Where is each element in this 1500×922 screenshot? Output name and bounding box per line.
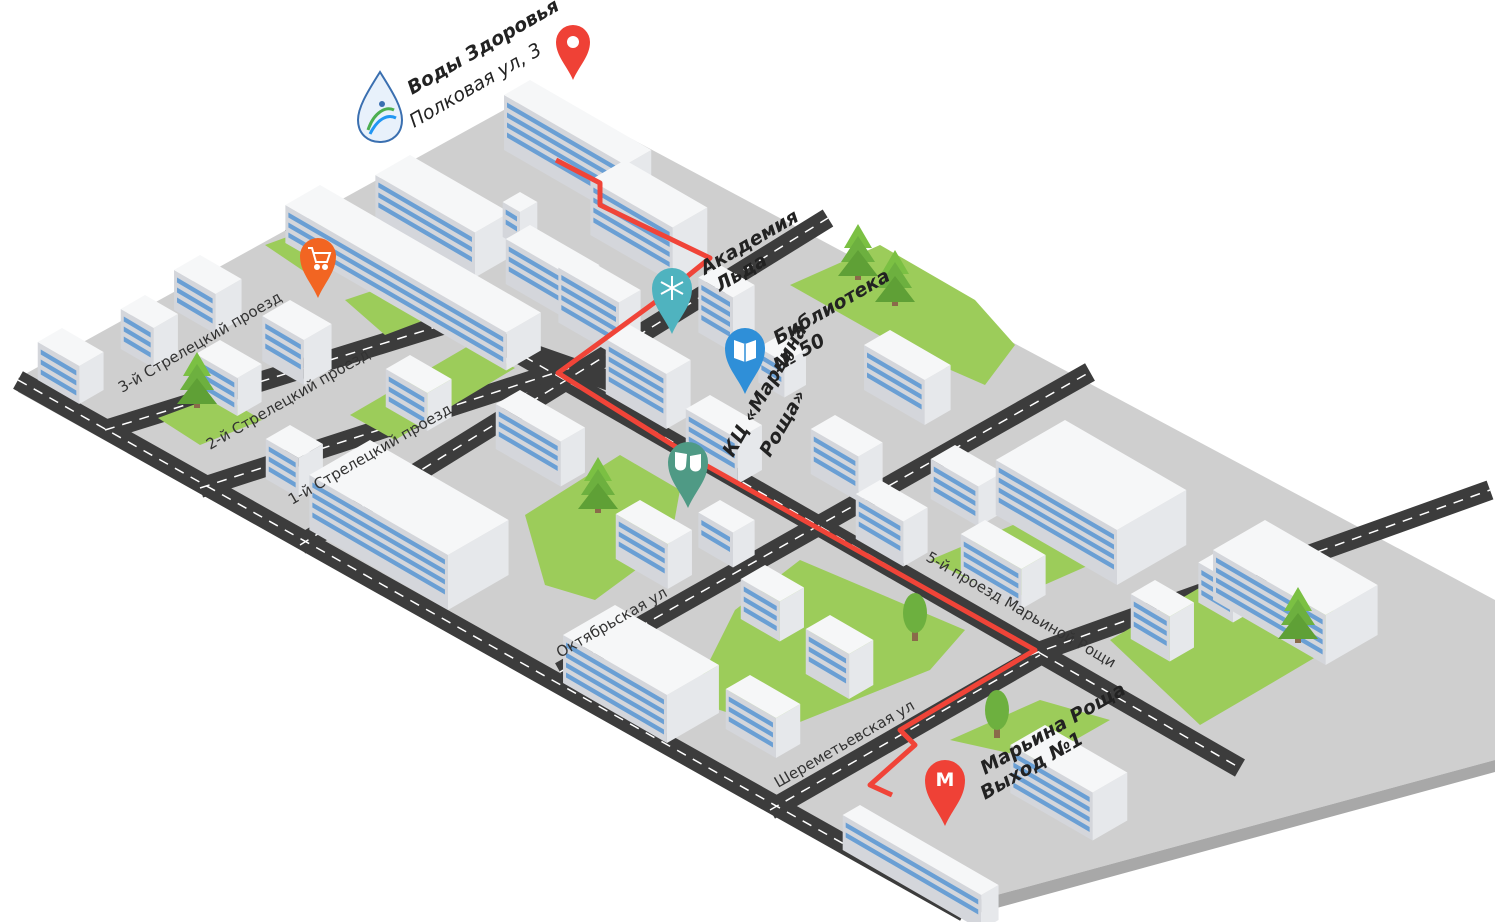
- pin-academy[interactable]: [652, 268, 692, 334]
- building: [285, 185, 541, 371]
- buildings: [37, 80, 1378, 922]
- building: [758, 335, 806, 398]
- building: [375, 155, 510, 278]
- book-icon: [734, 340, 756, 362]
- building: [864, 330, 951, 425]
- pin-dot-icon: [567, 36, 579, 48]
- building: [309, 440, 509, 610]
- building: [698, 265, 755, 353]
- shopping-cart-icon: [308, 247, 332, 270]
- building: [495, 390, 585, 487]
- trees: [177, 224, 1318, 738]
- building: [995, 420, 1187, 585]
- walking-route: [554, 157, 1038, 798]
- building: [740, 565, 804, 642]
- building: [960, 520, 1046, 609]
- park: [790, 245, 1015, 385]
- building: [855, 480, 928, 567]
- building: [37, 328, 104, 404]
- building: [605, 325, 691, 429]
- water-drop-logo-icon: [356, 70, 404, 144]
- pin-metro[interactable]: М: [925, 760, 965, 826]
- building: [262, 300, 332, 385]
- park: [345, 285, 430, 335]
- building: [725, 675, 801, 758]
- building: [385, 355, 452, 431]
- pin-water[interactable]: [556, 25, 590, 80]
- building: [685, 395, 762, 484]
- building: [698, 500, 755, 568]
- building: [265, 425, 323, 498]
- building: [1010, 725, 1128, 841]
- building: [810, 415, 883, 502]
- building: [120, 295, 178, 368]
- building: [563, 605, 719, 743]
- pin-culture[interactable]: [668, 442, 708, 508]
- metro-icon: М: [936, 769, 955, 791]
- pin-library[interactable]: [725, 328, 765, 394]
- theater-masks-icon: [675, 452, 701, 472]
- building: [805, 615, 874, 699]
- building: [174, 255, 242, 334]
- snowflake-icon: [660, 276, 684, 300]
- pin-shop[interactable]: [300, 238, 336, 298]
- building: [615, 500, 692, 589]
- building: [1130, 580, 1194, 662]
- building: [842, 805, 999, 922]
- park: [950, 700, 1110, 760]
